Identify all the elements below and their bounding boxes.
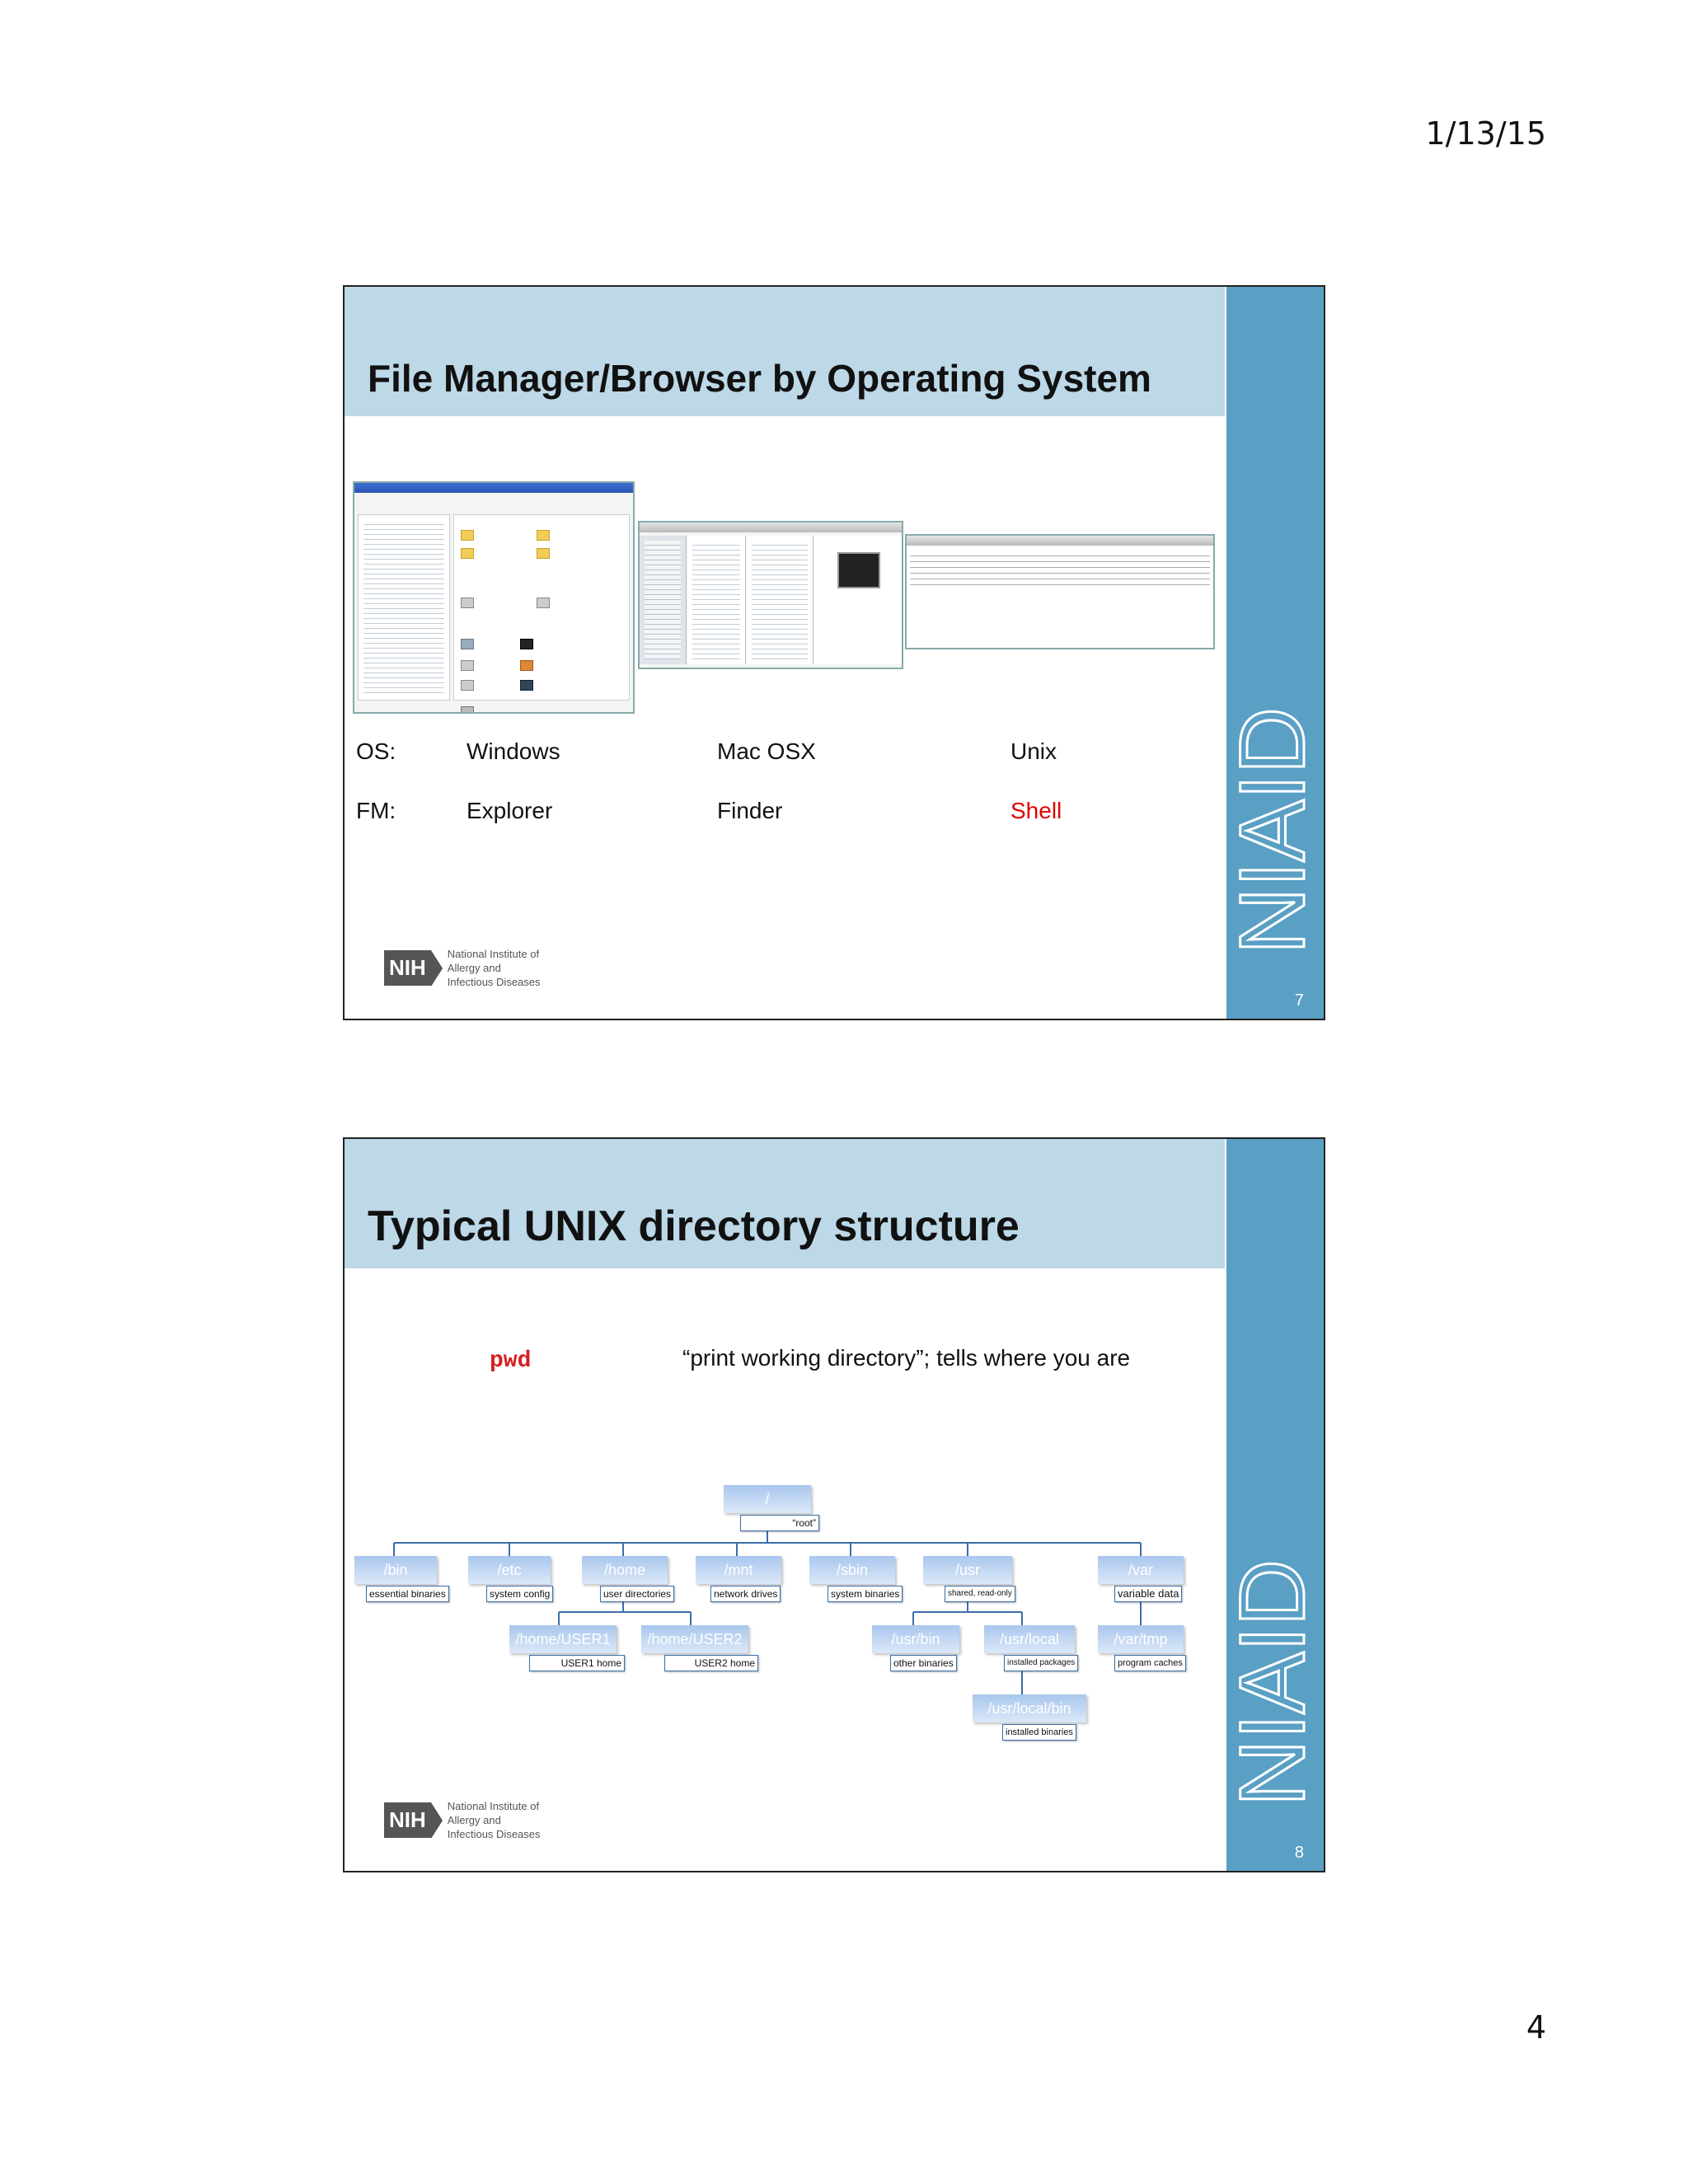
slide-number: 8 [1294, 1844, 1304, 1862]
folder-icon [461, 548, 474, 559]
finder-preview [814, 536, 902, 664]
title-band: Typical UNIX directory structure [345, 1139, 1225, 1268]
fm-finder: Finder [717, 798, 783, 823]
drive-icon [520, 680, 533, 691]
os-unix: Unix [1010, 738, 1057, 764]
os-label: OS: [356, 738, 396, 764]
slide-title: Typical UNIX directory structure [368, 1202, 1020, 1250]
drive-icon [461, 680, 474, 691]
drive-icon [461, 639, 474, 649]
pwd-description: “print working directory”; tells where y… [682, 1345, 1131, 1371]
niaid-wordmark: NIAID [1228, 706, 1319, 956]
os-row: OS: Windows Mac OSX Unix [345, 738, 1225, 771]
title-band: File Manager/Browser by Operating System [345, 287, 1225, 416]
printer-icon [461, 706, 474, 712]
os-windows: Windows [467, 738, 560, 764]
finder-sidebar [640, 536, 687, 664]
pwd-command: pwd [490, 1348, 532, 1374]
folder-icon [537, 530, 550, 541]
page-date: 1/13/15 [1425, 115, 1547, 152]
slide-title: File Manager/Browser by Operating System [368, 357, 1151, 400]
fm-shell: Shell [1010, 798, 1062, 823]
svg-text:NIAID: NIAID [1228, 707, 1319, 954]
unix-terminal-screenshot [905, 534, 1215, 649]
drive-icon [461, 598, 474, 608]
mac-finder-screenshot [638, 521, 903, 669]
tree-connector-lines [393, 1525, 1142, 1694]
folder-content-pane [453, 514, 630, 712]
drive-icon [520, 660, 533, 671]
nih-logo: NIH National Institute of Allergy and In… [384, 947, 541, 989]
drive-icon [520, 639, 533, 649]
niaid-wordmark: NIAID [1228, 1558, 1319, 1808]
finder-column [747, 536, 814, 664]
fm-row: FM: Explorer Finder Shell [345, 798, 1225, 831]
drive-icon [537, 598, 550, 608]
finder-column [687, 536, 746, 664]
slide-8: Typical UNIX directory structure pwd “pr… [343, 1137, 1325, 1872]
page-number: 4 [1526, 2009, 1546, 2046]
terminal-app-icon [837, 552, 880, 588]
niaid-side-bar: NIAID 8 [1226, 1139, 1324, 1871]
os-mac: Mac OSX [717, 738, 816, 764]
slide-7: File Manager/Browser by Operating System [343, 285, 1325, 1020]
window-titlebar [640, 523, 902, 532]
nih-mark: NIH [384, 950, 443, 987]
fm-label: FM: [356, 798, 396, 823]
folder-icon [537, 548, 550, 559]
niaid-side-bar: NIAID 7 [1226, 287, 1324, 1019]
windows-explorer-screenshot [353, 481, 635, 714]
drive-icon [461, 660, 474, 671]
nih-institute-name: National Institute of Allergy and Infect… [447, 948, 541, 988]
svg-text:NIAID: NIAID [1228, 1559, 1319, 1807]
window-titlebar [354, 483, 633, 493]
nih-mark: NIH [384, 1802, 443, 1839]
slide-number: 7 [1294, 991, 1304, 1010]
folder-icon [461, 530, 474, 541]
nih-institute-name: National Institute of Allergy and Infect… [447, 1800, 541, 1840]
folder-tree-pane [358, 514, 450, 701]
fm-explorer: Explorer [467, 798, 553, 823]
terminal-text [910, 551, 1210, 588]
nih-logo: NIH National Institute of Allergy and In… [384, 1799, 541, 1841]
window-titlebar [907, 536, 1213, 546]
